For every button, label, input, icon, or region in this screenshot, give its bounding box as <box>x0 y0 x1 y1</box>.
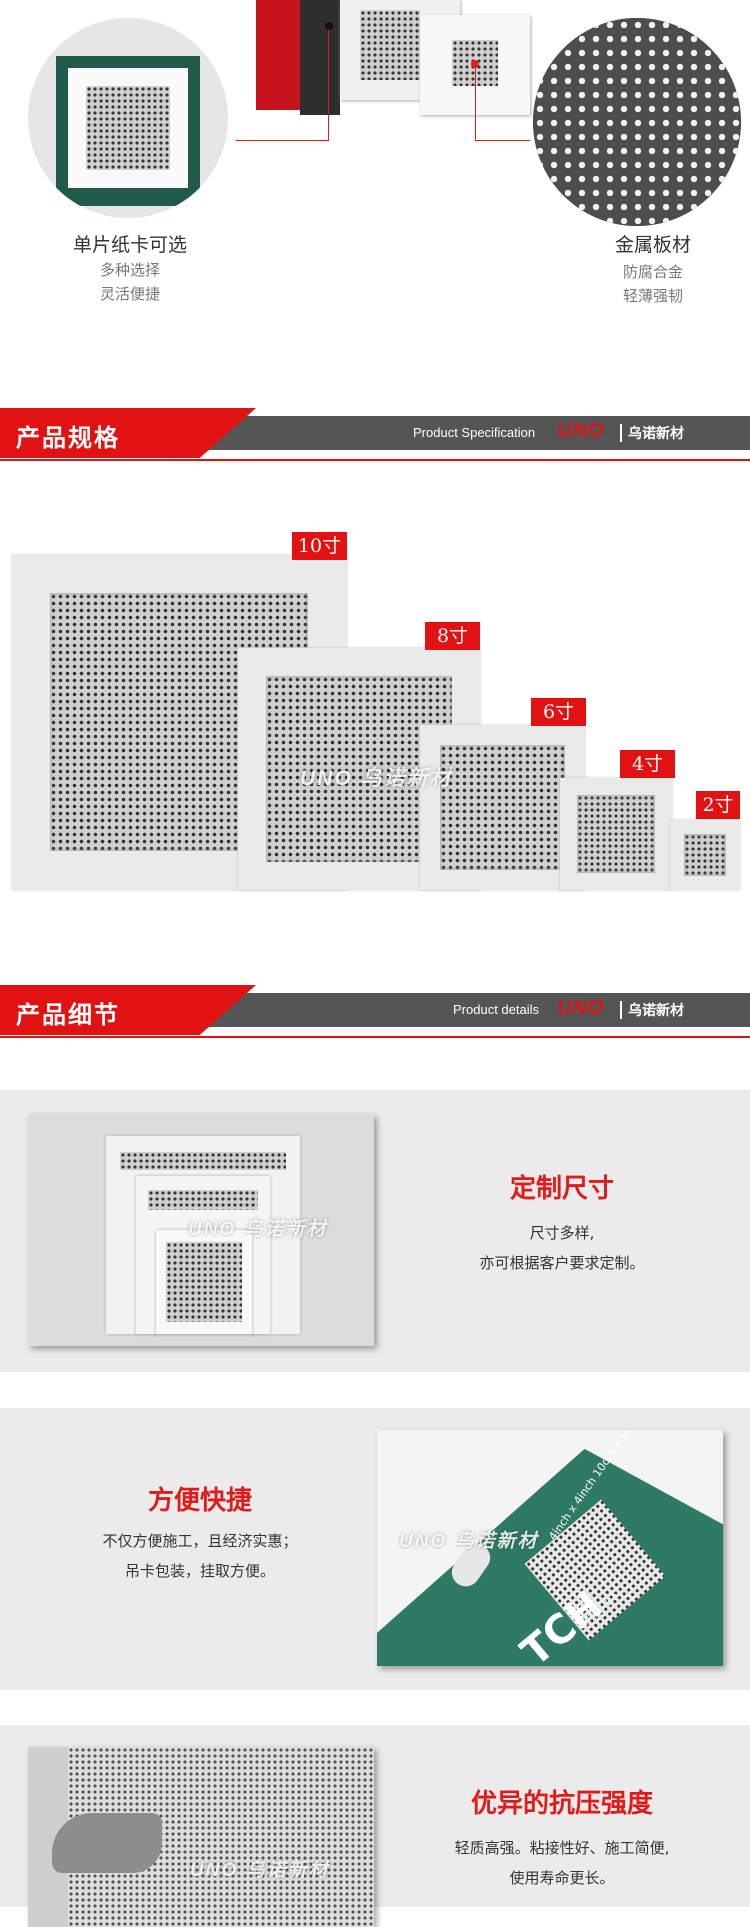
feature-line: 灵活便捷 <box>99 285 160 303</box>
detail-text: 轻质高强。粘接性好、施工简便, 使用寿命更长。 <box>412 1833 712 1893</box>
brand-logo: UNO <box>557 997 605 1019</box>
pointer-line <box>328 26 329 141</box>
mesh-patch <box>148 1190 258 1210</box>
mesh-patch <box>86 86 170 170</box>
patch-2-inch <box>670 820 740 890</box>
pointer-dot <box>471 60 479 68</box>
mesh-patch <box>577 795 655 873</box>
section-en-title: Product details <box>453 1002 539 1017</box>
detail-text: 不仅方便施工，且经济实惠； 吊卡包装，挂取方便。 <box>50 1526 350 1586</box>
hanging-card-photo: 4inch x 4inch 10cm x 10cm TCH ceilings U… <box>377 1430 723 1666</box>
size-tag: 6寸 <box>531 698 586 726</box>
detail-title: 定制尺寸 <box>509 1174 614 1204</box>
watermark: UNO 乌诺新材 <box>190 1860 330 1881</box>
divider <box>620 1001 622 1019</box>
detail-text: 尺寸多样, 亦可根据客户要求定制。 <box>412 1218 712 1278</box>
patch-4-inch <box>560 778 672 890</box>
size-tag: 4寸 <box>620 750 675 778</box>
section-en-title: Product Specification <box>413 425 536 440</box>
strength-photo: UNO 乌诺新材 <box>28 1747 374 1927</box>
pointer-dot <box>325 22 333 30</box>
feature-line: 多种选择 <box>99 261 160 279</box>
brand-name: 乌诺新材 <box>628 426 684 442</box>
pointer-line <box>475 140 530 141</box>
patch-small <box>156 1230 252 1334</box>
mesh-patch <box>120 1152 286 1170</box>
mesh-patch <box>166 1242 242 1322</box>
feature-sub-left: 多种选择 灵活便捷 <box>40 258 220 306</box>
size-tag: 8寸 <box>425 622 480 650</box>
watermark: UNO 乌诺新材 <box>399 1531 539 1552</box>
detail-title: 优异的抗压强度 <box>470 1789 653 1819</box>
section-title: 产品细节 <box>16 1001 120 1029</box>
section-header-details: 产品细节 Product details UNO 乌诺新材 <box>0 985 750 1038</box>
mesh-patch <box>440 745 565 870</box>
feature-sub-right: 防腐合金 轻薄强韧 <box>563 260 743 308</box>
detail-panel-convenient: 方便快捷 不仅方便施工，且经济实惠； 吊卡包装，挂取方便。 4inch x 4i… <box>0 1408 750 1690</box>
detail-title: 方便快捷 <box>147 1486 252 1516</box>
detail-line: 吊卡包装，挂取方便。 <box>124 1562 275 1580</box>
brand-logo: UNO <box>557 420 605 442</box>
feature-line: 轻薄强韧 <box>622 287 683 305</box>
pointer-line <box>236 140 328 141</box>
feature-title-left: 单片纸卡可选 <box>72 234 187 256</box>
watermark: UNO 乌诺新材 <box>300 767 453 790</box>
size-tag: 10寸 <box>292 532 347 560</box>
divider <box>620 424 622 442</box>
detail-panel-custom-size: UNO 乌诺新材 定制尺寸 尺寸多样, 亦可根据客户要求定制。 <box>0 1090 750 1372</box>
white-card-face <box>68 68 188 188</box>
custom-size-photo: UNO 乌诺新材 <box>28 1114 374 1346</box>
hand-shape <box>52 1813 162 1873</box>
detail-line: 使用寿命更长。 <box>509 1869 615 1887</box>
detail-line: 不仅方便施工，且经济实惠； <box>102 1532 298 1550</box>
detail-line: 尺寸多样, <box>529 1224 595 1242</box>
feature-line: 防腐合金 <box>622 263 683 281</box>
detail-line: 亦可根据客户要求定制。 <box>479 1254 645 1272</box>
header-underline <box>0 1036 750 1038</box>
detail-line: 轻质高强。粘接性好、施工简便, <box>454 1839 670 1857</box>
product-box-dark <box>300 0 340 115</box>
pointer-line <box>475 68 476 141</box>
header-underline <box>0 459 750 461</box>
paper-card-option-image <box>28 18 228 218</box>
watermark: UNO 乌诺新材 <box>188 1219 328 1240</box>
brand-name: 乌诺新材 <box>628 1003 684 1019</box>
metal-sheet-closeup-image <box>533 18 741 226</box>
patch-6-inch <box>420 725 585 890</box>
section-header-spec: 产品规格 Product Specification UNO 乌诺新材 <box>0 408 750 461</box>
detail-panel-strength: UNO 乌诺新材 优异的抗压强度 轻质高强。粘接性好、施工简便, 使用寿命更长。 <box>0 1725 750 1927</box>
metal-mesh-texture <box>533 18 741 226</box>
mesh-patch <box>684 834 726 876</box>
size-tag: 2寸 <box>696 791 740 819</box>
feature-title-right: 金属板材 <box>614 234 691 256</box>
section-title: 产品规格 <box>16 424 120 452</box>
mesh-patch <box>360 10 420 80</box>
